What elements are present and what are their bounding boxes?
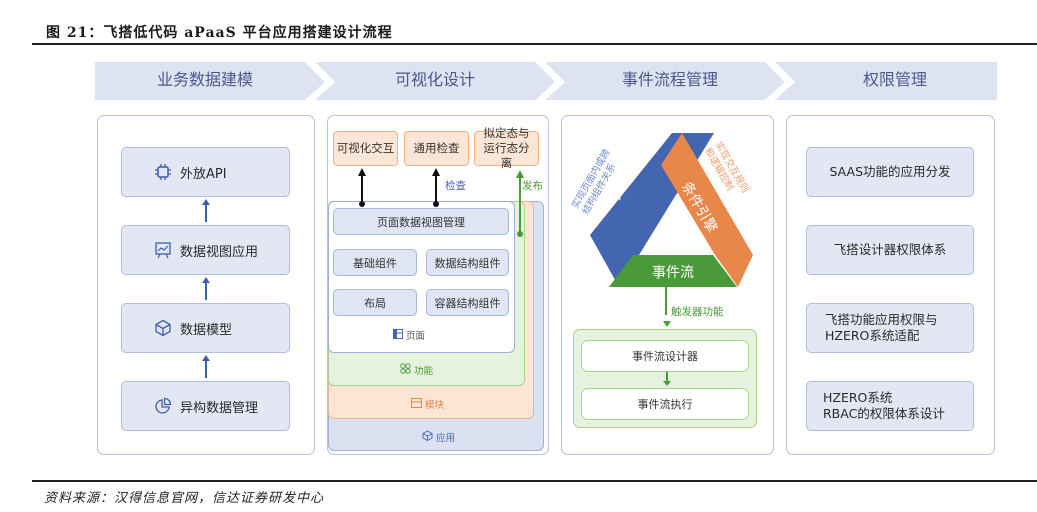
stage-chevrons: [95, 62, 997, 100]
stage-chevron-1: [95, 62, 325, 100]
designer-to-exec-arrow: [666, 372, 668, 382]
box-saas-distribution: SAAS功能的应用分发: [806, 147, 974, 197]
arrow-up: [202, 277, 210, 300]
layer-label-module: 模块: [411, 397, 444, 411]
box-label: 数据模型: [180, 322, 233, 338]
designer-to-exec-arrowhead: [663, 381, 671, 386]
triangle-bottom-label: 事件流: [652, 265, 694, 281]
box-external-api: 外放API: [121, 147, 290, 197]
arrow-up: [202, 199, 210, 222]
box-label: 数据视图应用: [180, 244, 259, 260]
box-designer-permission: 飞搭设计器权限体系: [806, 225, 974, 275]
box-container-components: 容器结构组件: [426, 289, 509, 316]
layer-label-app: 应用: [422, 430, 455, 444]
stage-label-visual-design: 可视化设计: [394, 70, 475, 89]
cube-icon: [422, 430, 433, 444]
box-visual-interaction: 可视化交互: [333, 131, 398, 166]
event-flow-triangle: [590, 133, 753, 315]
box-layout: 布局: [333, 289, 417, 316]
stage-chevron-3: [545, 62, 785, 100]
check-label: 检查: [445, 180, 466, 192]
module-icon: [411, 397, 422, 411]
box-rbac-design: HZERO系统 RBAC的权限体系设计: [806, 381, 974, 431]
box-heterogeneous-data: 异构数据管理: [121, 381, 290, 431]
chart-board-icon: [154, 241, 172, 259]
box-basic-components: 基础组件: [333, 249, 417, 276]
publish-label: 发布: [522, 180, 543, 192]
chip-icon: [154, 163, 172, 181]
box-label: 外放API: [180, 166, 227, 182]
source-note: 资料来源：汉得信息官网，信达证券研发中心: [44, 491, 325, 506]
box-data-view-app: 数据视图应用: [121, 225, 290, 275]
cube-icon: [154, 319, 172, 337]
layer-label-function: 功能: [400, 363, 433, 377]
box-page-view-manager: 页面数据视图管理: [333, 208, 509, 235]
triangle-right-band: [661, 133, 753, 287]
pie-chart-icon: [154, 397, 172, 415]
stage-label-permissions: 权限管理: [862, 70, 927, 89]
triangle-bottom-band: [609, 255, 737, 287]
box-state-separation: 拟定态与运行态分离: [474, 126, 539, 170]
stage-chevron-2: [315, 62, 555, 100]
box-event-flow-execution: 事件流执行: [581, 388, 749, 420]
source-rule: [32, 480, 1037, 482]
figure-title: 图 21：飞搭低代码 aPaaS 平台应用搭建设计流程: [46, 25, 393, 41]
box-label: 异构数据管理: [180, 400, 259, 416]
box-general-check: 通用检查: [404, 131, 469, 166]
stage-label-event-flow: 事件流程管理: [621, 70, 718, 89]
box-data-structure-components: 数据结构组件: [426, 249, 509, 276]
visual-connectors: [358, 168, 524, 237]
arrow-up: [202, 355, 210, 378]
box-hzero-adaptation: 飞搭功能应用权限与 HZERO系统适配: [806, 303, 974, 353]
stage-label-data-modeling: 业务数据建模: [156, 70, 253, 89]
trigger-label: 触发器功能: [671, 306, 724, 318]
title-rule: [32, 43, 1037, 45]
box-data-model: 数据模型: [121, 303, 290, 353]
box-event-flow-designer: 事件流设计器: [581, 340, 749, 372]
stage-chevron-4: [775, 62, 997, 100]
page-layout-icon: [393, 328, 403, 342]
layer-label-page: 页面: [393, 328, 425, 342]
trigger-arrowhead: [663, 321, 671, 327]
grid-circles-icon: [400, 363, 411, 377]
